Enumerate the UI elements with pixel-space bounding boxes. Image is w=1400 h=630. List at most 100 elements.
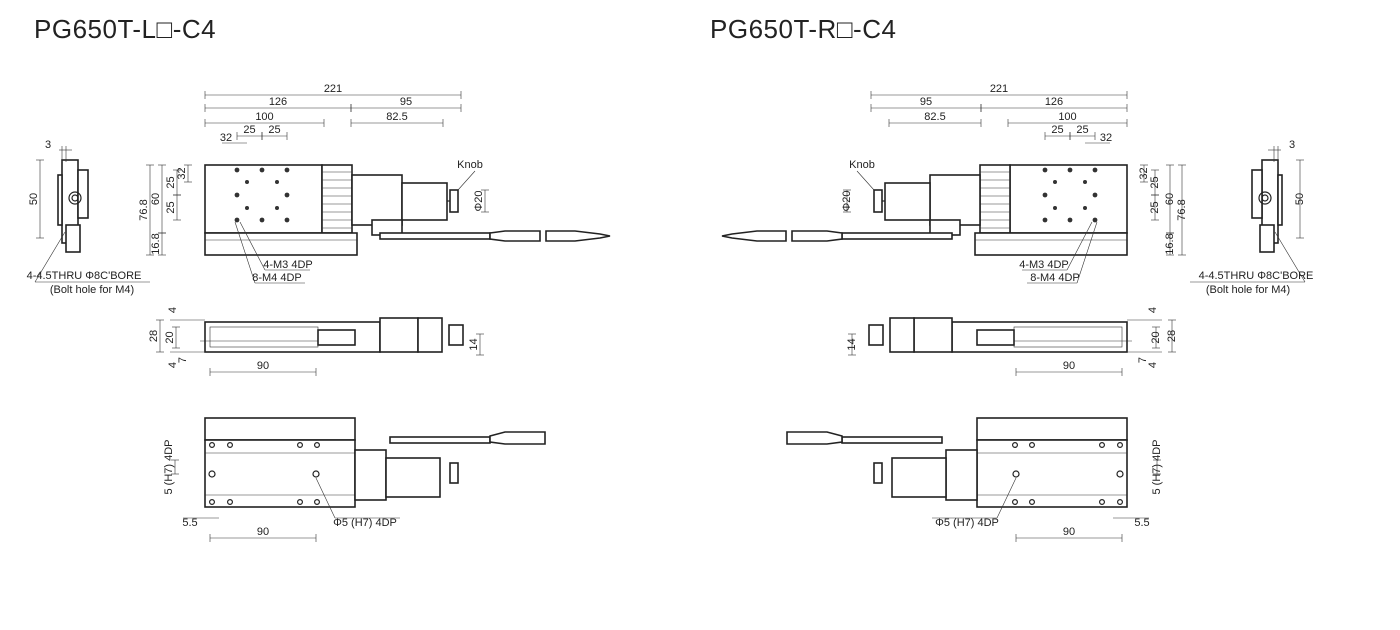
end-view-knob [1258,191,1272,205]
bottom-hole [209,499,216,506]
bottom-hole [297,499,304,506]
m4-hole [259,217,265,223]
bottom-main-plate [976,439,1128,508]
pin-hole [1116,470,1124,478]
m4-hole [284,217,290,223]
pin-hole [312,470,320,478]
knob [449,189,459,213]
m4-leader [1076,221,1098,284]
stepper-motor [884,182,931,221]
dimension-label-f20: 20 [164,331,176,343]
bottom-main-plate [204,439,356,508]
m4-hole [284,167,290,173]
bottom-knob [873,462,883,484]
m3-hole [275,206,279,210]
bore-leader [34,231,66,283]
dimension-label-d3: 3 [1289,139,1295,151]
right-model-title: PG650T-R□-C4 [710,14,897,44]
dimension-label-d221: 221 [990,83,1008,95]
dimension-label-phi20: Φ20 [841,190,853,211]
dimension-label-d60: 60 [150,193,162,205]
dimension-label-d25a: 25 [243,124,255,136]
front-view-bracket [379,317,419,353]
m4-hole [1067,217,1073,223]
bottom-hole [314,499,321,506]
dimension-label-bolt: (Bolt hole for M4) [1206,284,1290,296]
dimension-label-d16_8: 16.8 [150,233,162,254]
dimension-label-phi5: Φ5 (H7) 4DP [333,517,397,529]
dimension-label-d76_8: 76.8 [1176,199,1188,220]
dimension-label-d25b: 25 [268,124,280,136]
dimension-label-d32v: 32 [1138,167,1150,179]
motor-bracket [929,174,981,226]
bottom-hole [297,442,304,449]
cable-connector [721,230,787,242]
m4-hole [259,167,265,173]
dimension-label-d3: 3 [45,139,51,151]
m4-hole [234,192,240,198]
dimension-label-f28: 28 [1166,330,1178,342]
end-view-block [77,169,89,219]
cable-connector [791,230,843,242]
dimension-label-knob: Knob [457,159,483,171]
m4-hole [1042,167,1048,173]
bottom-bracket [945,449,978,501]
m3-hole [1053,180,1057,184]
dimension-label-m4: 8-M4 4DP [252,272,302,284]
dimension-label-d221: 221 [324,83,342,95]
m4-hole [234,167,240,173]
dimension-label-d126: 126 [269,96,287,108]
dimension-label-f4b: 4 [167,362,179,368]
dimension-label-bolt: (Bolt hole for M4) [50,284,134,296]
dimension-label-m3: 4-M3 4DP [263,259,313,271]
carriage-top [1009,164,1128,234]
left-model-title: PG650T-L□-C4 [34,14,217,44]
stage-base [204,232,358,256]
bottom-hole [227,442,234,449]
dimension-label-d32v: 32 [176,167,188,179]
phi5-leader [996,477,1017,519]
dimension-label-d76_8: 76.8 [138,199,150,220]
bottom-motor [385,457,441,498]
dimension-label-d95: 95 [400,96,412,108]
bottom-hole [1028,499,1035,506]
front-view-knob [448,324,464,346]
dimension-label-d25b: 25 [1051,124,1063,136]
dimension-label-f7: 7 [1137,357,1149,363]
dimension-label-phi20: Φ20 [473,190,485,211]
cooling-fins [979,164,1011,234]
m4-hole [1092,217,1098,223]
cable [379,232,491,240]
dimension-label-f4a: 4 [1147,307,1159,313]
dimension-label-knob: Knob [849,159,875,171]
dimension-label-d25d: 25 [1149,201,1161,213]
phi5-leader [315,477,336,519]
dimension-label-d60: 60 [1164,193,1176,205]
bottom-motor [891,457,947,498]
m4-hole [1042,192,1048,198]
dimension-label-b90: 90 [257,526,269,538]
dimension-label-f14: 14 [846,338,858,350]
end-view-connector [1259,224,1275,253]
m4-hole [284,192,290,198]
m4-leader [234,221,256,284]
dimension-label-d32h: 32 [1100,132,1112,144]
dimension-label-f20: 20 [1150,331,1162,343]
m4-hole [234,217,240,223]
bottom-hole [1098,442,1105,449]
front-view-bracket [913,317,953,353]
dimension-label-f7: 7 [177,357,189,363]
bottom-hole [314,442,321,449]
dimension-label-d25d: 25 [165,201,177,213]
m4-hole [1042,217,1048,223]
bottom-hole [209,442,216,449]
dimension-label-f28: 28 [148,330,160,342]
dimension-label-f90: 90 [257,360,269,372]
bottom-upper-plate [976,417,1128,441]
dimension-label-b5_5: 5.5 [182,517,197,529]
dimension-label-d50: 50 [28,193,40,205]
knob-leader [457,170,476,191]
dimension-label-d100: 100 [255,111,273,123]
bottom-hole [1028,442,1035,449]
